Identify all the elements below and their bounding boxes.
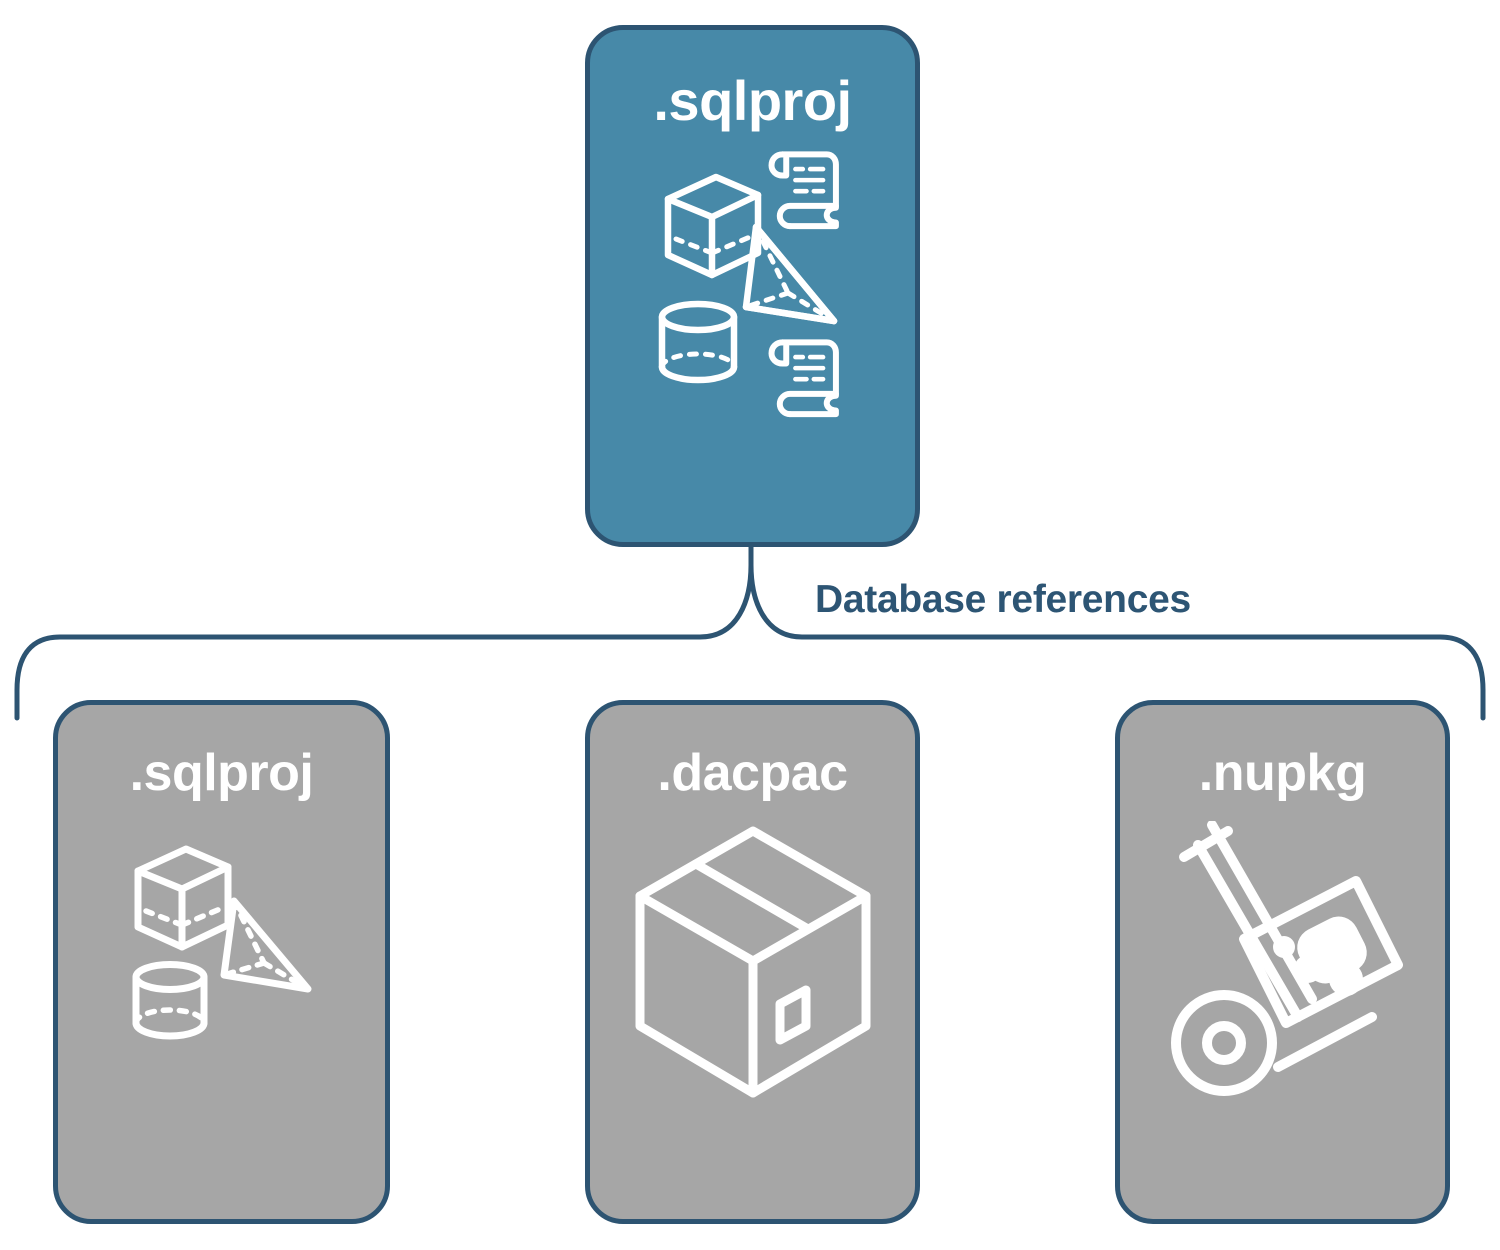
card-sqlproj-artwork <box>112 821 332 1056</box>
pyramid-wireframe-icon <box>742 223 837 325</box>
cylinder-wireframe-icon <box>132 961 207 1040</box>
connector-label: Database references <box>815 578 1191 621</box>
card-dacpac-artwork <box>628 821 878 1116</box>
card-sqlproj-title: .sqlproj <box>129 744 314 802</box>
card-root-title: .sqlproj <box>653 69 852 132</box>
card-root-sqlproj[interactable]: .sqlproj <box>585 25 920 547</box>
card-reference-sqlproj[interactable]: .sqlproj <box>53 700 390 1224</box>
card-reference-dacpac[interactable]: .dacpac <box>585 700 920 1224</box>
cube-wireframe-icon <box>134 845 231 951</box>
card-root-artwork <box>638 145 868 430</box>
pyramid-wireframe-icon <box>220 897 311 993</box>
package-box-icon <box>635 826 870 1098</box>
cylinder-wireframe-icon <box>658 300 737 384</box>
cube-wireframe-icon <box>664 173 761 279</box>
card-reference-nupkg[interactable]: .nupkg <box>1115 700 1450 1224</box>
scroll-icon <box>768 339 839 418</box>
card-dacpac-title: .dacpac <box>657 744 848 802</box>
card-nupkg-title: .nupkg <box>1198 744 1367 802</box>
card-nupkg-artwork <box>1160 820 1405 1116</box>
scroll-icon <box>768 151 839 230</box>
nuget-package-icon <box>1239 876 1403 1028</box>
